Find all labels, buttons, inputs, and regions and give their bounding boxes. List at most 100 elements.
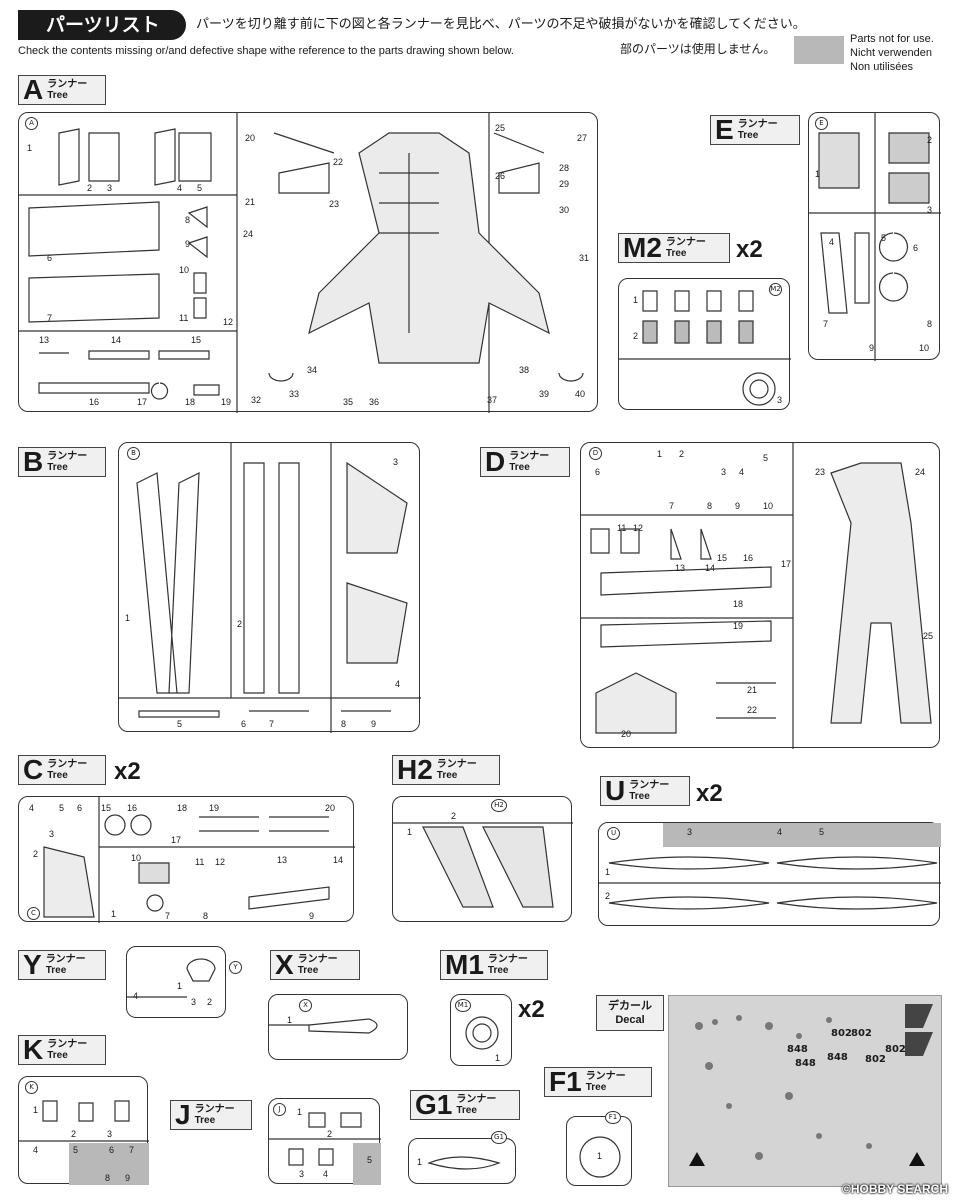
part-number: 1 — [815, 169, 821, 179]
decal-number: 848 — [795, 1058, 816, 1069]
sprue-d: D 1 2 3 4 5 6 7 8 9 10 11 12 13 14 15 16… — [580, 442, 940, 749]
part-number: 12 — [223, 317, 234, 327]
part-number: 11 — [195, 857, 205, 867]
sprue-k-drawing — [19, 1100, 149, 1185]
runner-en: Tree — [47, 770, 68, 781]
part-number: 6 — [595, 467, 601, 477]
multiplier-u: x2 — [696, 780, 723, 807]
sprue-g1: G1 1 — [408, 1131, 516, 1184]
runner-letter: X — [275, 949, 294, 980]
part-number: 4 — [133, 991, 139, 1001]
runner-mark-d: D — [589, 447, 602, 460]
runner-en: Tree — [629, 791, 650, 802]
part-number: 9 — [185, 239, 191, 249]
runner-en: Tree — [487, 965, 509, 976]
part-number: 17 — [137, 397, 148, 407]
runner-mark-c: C — [27, 907, 40, 920]
runner-jp: ランナー — [47, 451, 88, 462]
part-number: 25 — [923, 631, 934, 641]
part-number: 10 — [919, 343, 930, 353]
runner-en: Tree — [456, 1105, 477, 1116]
sprue-a: A 1 2 3 4 5 6 7 8 9 10 11 12 13 14 15 16… — [18, 112, 598, 413]
part-number: 16 — [743, 553, 754, 563]
runner-en: Tree — [509, 462, 530, 473]
runner-jp: ランナー — [297, 954, 338, 965]
sprue-f1: F1 1 — [566, 1111, 632, 1186]
part-number: 25 — [495, 123, 506, 133]
runner-jp: ランナー — [47, 79, 88, 90]
runner-mark-m1: M1 — [455, 999, 471, 1012]
part-number: 21 — [747, 685, 758, 695]
part-number: 18 — [177, 803, 188, 813]
part-number: 36 — [369, 397, 380, 407]
sprue-h2: H2 1 2 — [392, 796, 573, 922]
part-number: 20 — [325, 803, 336, 813]
part-number: 1 — [633, 295, 639, 305]
runner-letter: U — [605, 775, 626, 806]
part-number: 5 — [59, 803, 65, 813]
runner-letter: Y — [23, 949, 42, 980]
runner-jp: ランナー — [585, 1071, 626, 1082]
multiplier-c: x2 — [114, 758, 141, 785]
part-number: 1 — [657, 449, 663, 459]
page-title: パーツリスト — [18, 10, 186, 40]
runner-jp: ランナー — [629, 780, 670, 791]
part-number: 2 — [633, 331, 639, 341]
part-number: 10 — [763, 501, 774, 511]
decal-number: 802 — [885, 1044, 906, 1055]
part-number: 2 — [927, 135, 933, 145]
part-number: 5 — [73, 1145, 79, 1155]
runner-en: Tree — [585, 1082, 607, 1093]
runner-mark-y: Y — [229, 961, 242, 974]
not-used-swatch — [794, 36, 844, 64]
part-number: 18 — [733, 599, 744, 609]
part-number: 5 — [197, 183, 203, 193]
sprue-h2-drawing — [393, 822, 573, 908]
part-number: 7 — [269, 719, 275, 729]
runner-mark-e: E — [815, 117, 828, 130]
multiplier-m1: x2 — [518, 996, 545, 1023]
runner-en: Tree — [45, 965, 67, 976]
part-number: 4 — [829, 237, 835, 247]
part-number: 5 — [819, 827, 825, 837]
runner-jp: ランナー — [194, 1104, 235, 1115]
part-number: 27 — [577, 133, 588, 143]
part-number: 34 — [307, 365, 318, 375]
part-number: 23 — [815, 467, 826, 477]
runner-jp: ランナー — [665, 237, 706, 248]
part-number: 11 — [617, 523, 627, 533]
sprue-u-drawing — [599, 823, 941, 910]
runner-letter: E — [715, 114, 734, 145]
part-number: 7 — [165, 911, 171, 921]
decal-sheet: 802 802 802 848 848 848 802 — [668, 995, 942, 1187]
part-number: 20 — [245, 133, 256, 143]
part-number: 1 — [605, 867, 611, 877]
not-used-note-multilang: Parts not for use. Nicht verwenden Non u… — [850, 32, 934, 74]
part-number: 35 — [343, 397, 354, 407]
sprue-j-drawing — [269, 1112, 381, 1185]
part-number: 26 — [495, 171, 506, 181]
runner-mark-a: A — [25, 117, 38, 130]
part-number: 30 — [559, 205, 570, 215]
part-number: 33 — [289, 389, 300, 399]
part-number: 22 — [747, 705, 758, 715]
part-number: 38 — [519, 365, 530, 375]
part-number: 17 — [171, 835, 182, 845]
part-number: 39 — [539, 389, 550, 399]
runner-letter: M1 — [445, 949, 484, 980]
runner-en: Tree — [47, 90, 68, 101]
part-number: 19 — [221, 397, 232, 407]
instruction-en: Check the contents missing or/and defect… — [18, 45, 514, 57]
part-number: 2 — [207, 997, 213, 1007]
part-number: 4 — [395, 679, 401, 689]
sprue-b: B 1 2 3 4 5 6 7 8 9 — [118, 442, 421, 733]
part-number: 8 — [707, 501, 713, 511]
sprue-c-drawing — [43, 797, 355, 923]
